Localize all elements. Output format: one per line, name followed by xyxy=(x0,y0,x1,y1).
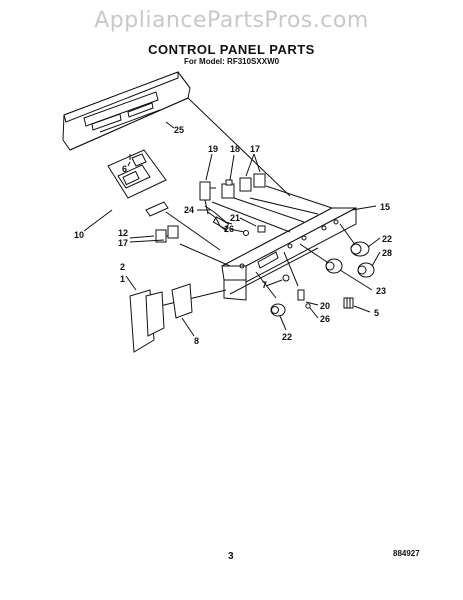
callout-21: 21 xyxy=(230,213,240,223)
part-8-bracket xyxy=(171,283,195,337)
part-15-control-panel xyxy=(221,207,357,301)
callout-7: 7 xyxy=(262,280,267,290)
diagram-title: CONTROL PANEL PARTS xyxy=(148,42,315,57)
part-6-clock xyxy=(107,149,167,199)
callout-18: 18 xyxy=(230,144,240,154)
part-23-knob xyxy=(325,258,343,274)
callout-15: 15 xyxy=(380,202,390,212)
callout-22-upper: 22 xyxy=(382,234,392,244)
callout-23: 23 xyxy=(376,286,386,296)
part-24-bracket xyxy=(204,205,233,233)
callout-10: 10 xyxy=(74,230,84,240)
callout-28: 28 xyxy=(382,248,392,258)
part-17-switches xyxy=(239,173,266,192)
callout-17-lower: 17 xyxy=(118,238,128,248)
part-25-backguard xyxy=(62,71,191,151)
document-number: 884927 xyxy=(393,549,420,558)
site-watermark: AppliancePartsPros.com xyxy=(94,8,369,33)
callout-8: 8 xyxy=(194,336,199,346)
part-22-knob-lower xyxy=(270,303,286,317)
callout-labels: 25 6 10 19 18 17 15 24 21 26 12 17 22 28… xyxy=(74,125,392,346)
callout-22-lower: 22 xyxy=(282,332,292,342)
callout-12: 12 xyxy=(118,228,128,238)
part-12-17-switches xyxy=(155,225,179,243)
part-22-knob-upper xyxy=(350,241,370,257)
callout-20: 20 xyxy=(320,301,330,311)
page-number: 3 xyxy=(228,551,234,562)
callout-17-upper: 17 xyxy=(250,144,260,154)
callout-6: 6 xyxy=(122,164,127,174)
callout-25: 25 xyxy=(174,125,184,135)
callout-26-upper: 26 xyxy=(224,224,234,234)
callout-24: 24 xyxy=(184,205,194,215)
part-19-switch xyxy=(199,181,216,215)
part-18-switch xyxy=(221,179,235,199)
callout-1: 1 xyxy=(120,274,125,284)
callout-26-lower: 26 xyxy=(320,314,330,324)
part-1-2-endcaps xyxy=(125,275,165,353)
callout-2: 2 xyxy=(120,262,125,272)
model-subtitle: For Model: RF310SXXW0 xyxy=(183,57,280,66)
callout-5: 5 xyxy=(374,308,379,318)
callout-19: 19 xyxy=(208,144,218,154)
part-28-knob xyxy=(357,262,375,278)
